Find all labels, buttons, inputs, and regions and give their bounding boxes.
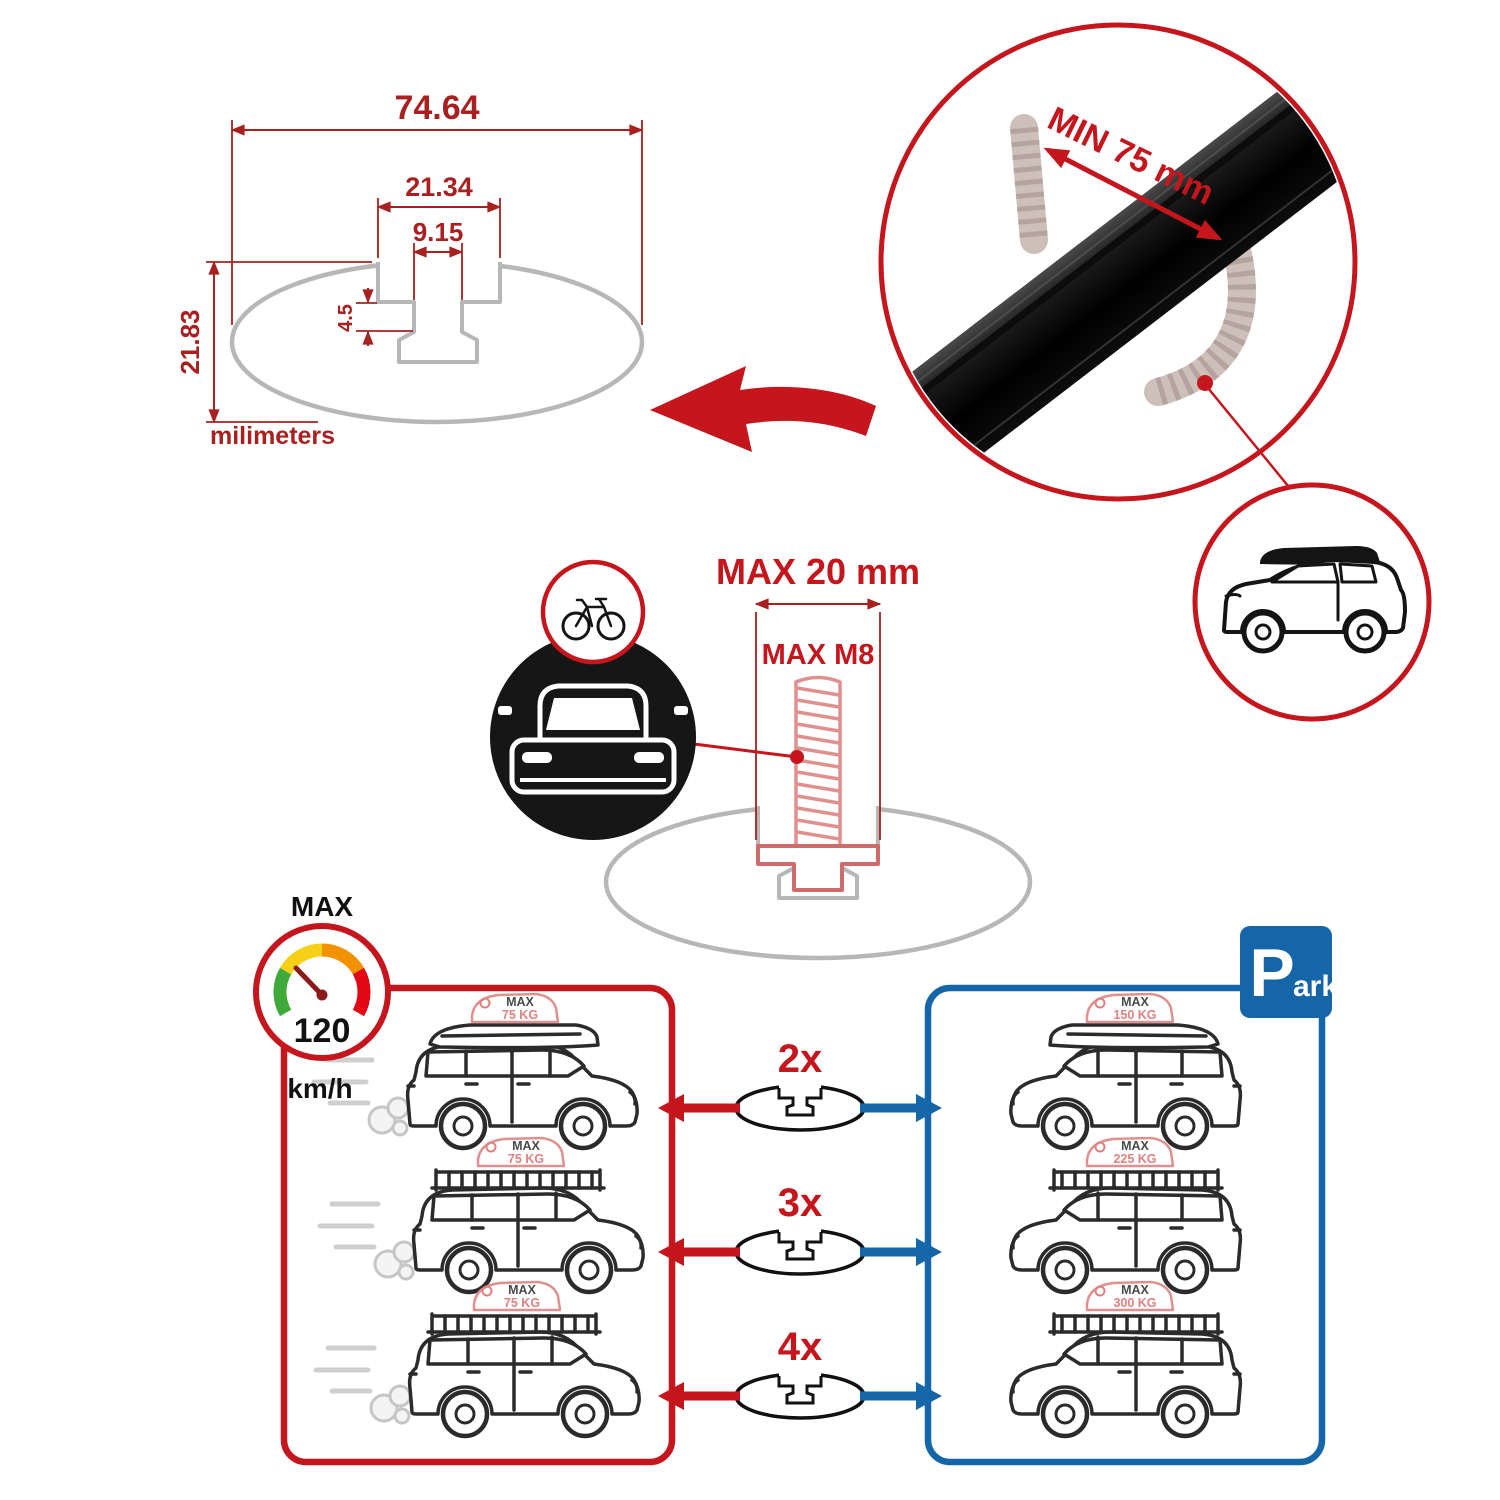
tag-max-label: MAX (512, 1139, 540, 1153)
bolt-max-width-label: MAX 20 mm (716, 551, 920, 592)
leader-to-suv (1207, 387, 1294, 493)
load-tag: MAX 225 KG (1085, 1136, 1175, 1168)
bike-icon (561, 597, 626, 641)
tag-value: 150 KG (1113, 1008, 1156, 1022)
parking-letter: P (1249, 935, 1294, 1011)
headlight-right (634, 752, 664, 763)
bolt-diagram: MAX 20 mm MAX M8 (603, 551, 1033, 961)
car-front-circle (490, 634, 696, 840)
tag-max-label: MAX (1121, 1283, 1149, 1297)
min-span-arrow (1043, 147, 1223, 241)
rail-point-dot (1197, 375, 1213, 391)
dim-overall-height: 21.83 (175, 309, 205, 374)
profile-tslot (376, 262, 502, 364)
dim-overall-width: 74.64 (394, 89, 479, 127)
parked-panel: MAX 150 KG MAX 225 KG MAX 300 KG P ark (924, 926, 1338, 1466)
quantity-rows: 2x 3x 4x (658, 1037, 942, 1420)
tag-value: 225 KG (1113, 1152, 1156, 1166)
bolt-threads (795, 686, 841, 841)
speedometer-gauge (273, 943, 371, 1017)
arrow-left (658, 1382, 684, 1410)
tag-value: 75 KG (502, 1008, 538, 1022)
driving-panel: MAX 75 KG MAX 75 KG MAX 75 KG (280, 984, 676, 1466)
arrow-right (916, 1094, 942, 1122)
suv-with-roofbox (1222, 546, 1407, 654)
tag-max-label: MAX (506, 995, 534, 1009)
bolt-point-dot (790, 750, 804, 764)
tnut (756, 844, 880, 892)
bike-circle (540, 559, 646, 665)
gauge-needle (293, 965, 325, 998)
vehicle-clearance-badge (490, 559, 804, 840)
dim-slot-outer: 21.34 (405, 172, 473, 202)
load-tag: MAX 300 KG (1085, 1280, 1175, 1312)
pointer-arrow (650, 366, 876, 452)
quantity-label: 4x (778, 1325, 823, 1369)
tag-value: 300 KG (1113, 1296, 1156, 1310)
car-front-icon (498, 683, 688, 795)
suv-roofbox-badge (1192, 482, 1432, 722)
tag-value: 75 KG (504, 1296, 540, 1310)
arrow-left (658, 1094, 684, 1122)
speed-unit: km/h (287, 1073, 352, 1104)
tag-max-label: MAX (508, 1283, 536, 1297)
leader-to-bolt (693, 742, 798, 759)
load-tag: MAX 75 KG (476, 1136, 566, 1168)
bolt-max-thread-label: MAX M8 (762, 639, 875, 671)
speed-max-label: MAX (291, 891, 354, 922)
speed-limit-badge: MAX 120 km/h (253, 891, 391, 1104)
parking-sign: P ark (1240, 926, 1338, 1018)
dim-slot-inner: 9.15 (413, 217, 464, 247)
tag-max-label: MAX (1121, 995, 1149, 1009)
tag-value: 75 KG (508, 1152, 544, 1166)
arrow-right (916, 1382, 942, 1410)
arrow-left (658, 1238, 684, 1266)
bar-closeup: MIN 75 mm (878, 22, 1358, 502)
dim-lip-height: 4.5 (335, 304, 357, 332)
tag-max-label: MAX (1121, 1139, 1149, 1153)
parking-sign-board (1240, 926, 1332, 1018)
quantity-label: 2x (778, 1037, 823, 1081)
speed-value: 120 (294, 1012, 351, 1050)
load-tag: MAX 75 KG (470, 992, 560, 1024)
headlight-left (522, 752, 552, 763)
load-tag: MAX 150 KG (1085, 992, 1175, 1024)
load-tag: MAX 75 KG (472, 1280, 562, 1312)
quantity-label: 3x (778, 1181, 823, 1225)
arrow-right (916, 1238, 942, 1266)
cross-section-diagram: 74.64 21.34 9.15 4.5 21.83 milimeters (175, 89, 645, 450)
parking-suffix: ark (1293, 970, 1338, 1003)
units-label: milimeters (210, 422, 335, 450)
